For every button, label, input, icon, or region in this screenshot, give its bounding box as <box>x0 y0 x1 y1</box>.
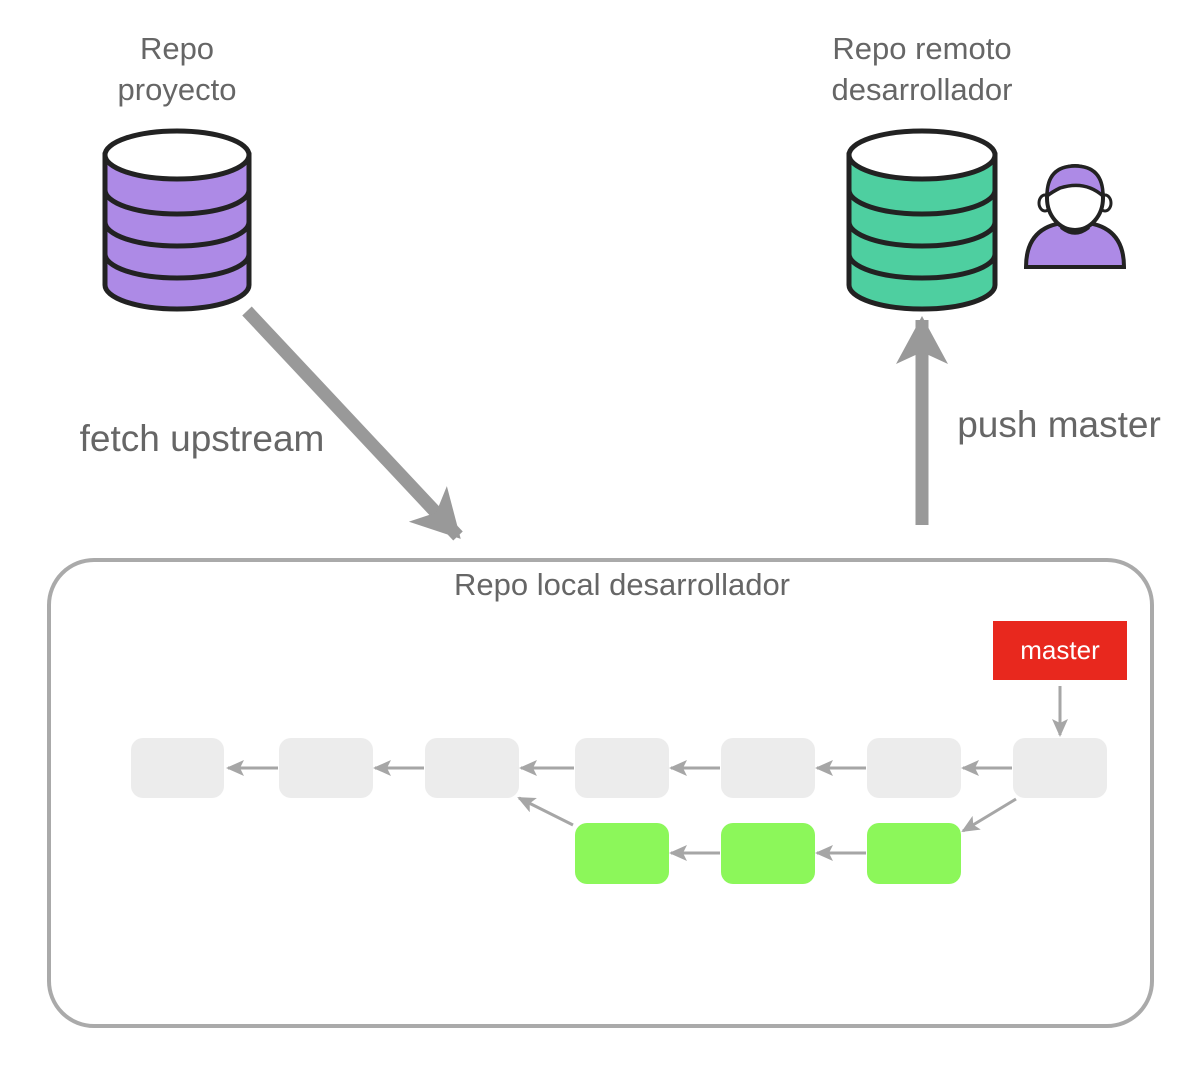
remote-repo-title: Repo remoto desarrollador <box>831 31 1013 107</box>
feature-commit-node[interactable] <box>721 823 815 884</box>
commit-links <box>226 760 1017 861</box>
feature-commit-node[interactable] <box>867 823 961 884</box>
push-master-label: push master <box>957 404 1161 445</box>
feature-commit-node[interactable] <box>575 823 669 884</box>
local-repo-title: Repo local desarrollador <box>453 567 791 602</box>
commit-node[interactable] <box>425 738 519 798</box>
commit-node[interactable] <box>1013 738 1107 798</box>
commit-node[interactable] <box>279 738 373 798</box>
project-repo-title: Repo proyecto <box>117 31 237 107</box>
commit-node[interactable] <box>721 738 815 798</box>
feature-commit-line <box>575 823 961 884</box>
project-repo-database-icon <box>102 128 252 312</box>
remote-repo-database-icon <box>846 128 998 312</box>
fetch-upstream-label: fetch upstream <box>79 418 325 459</box>
main-commit-line <box>131 738 1107 798</box>
master-branch-label[interactable]: master <box>993 621 1127 680</box>
commit-node[interactable] <box>131 738 224 798</box>
commit-node[interactable] <box>867 738 961 798</box>
developer-user-icon <box>1023 164 1127 269</box>
commit-node[interactable] <box>575 738 669 798</box>
fetch-arrow <box>242 306 463 541</box>
